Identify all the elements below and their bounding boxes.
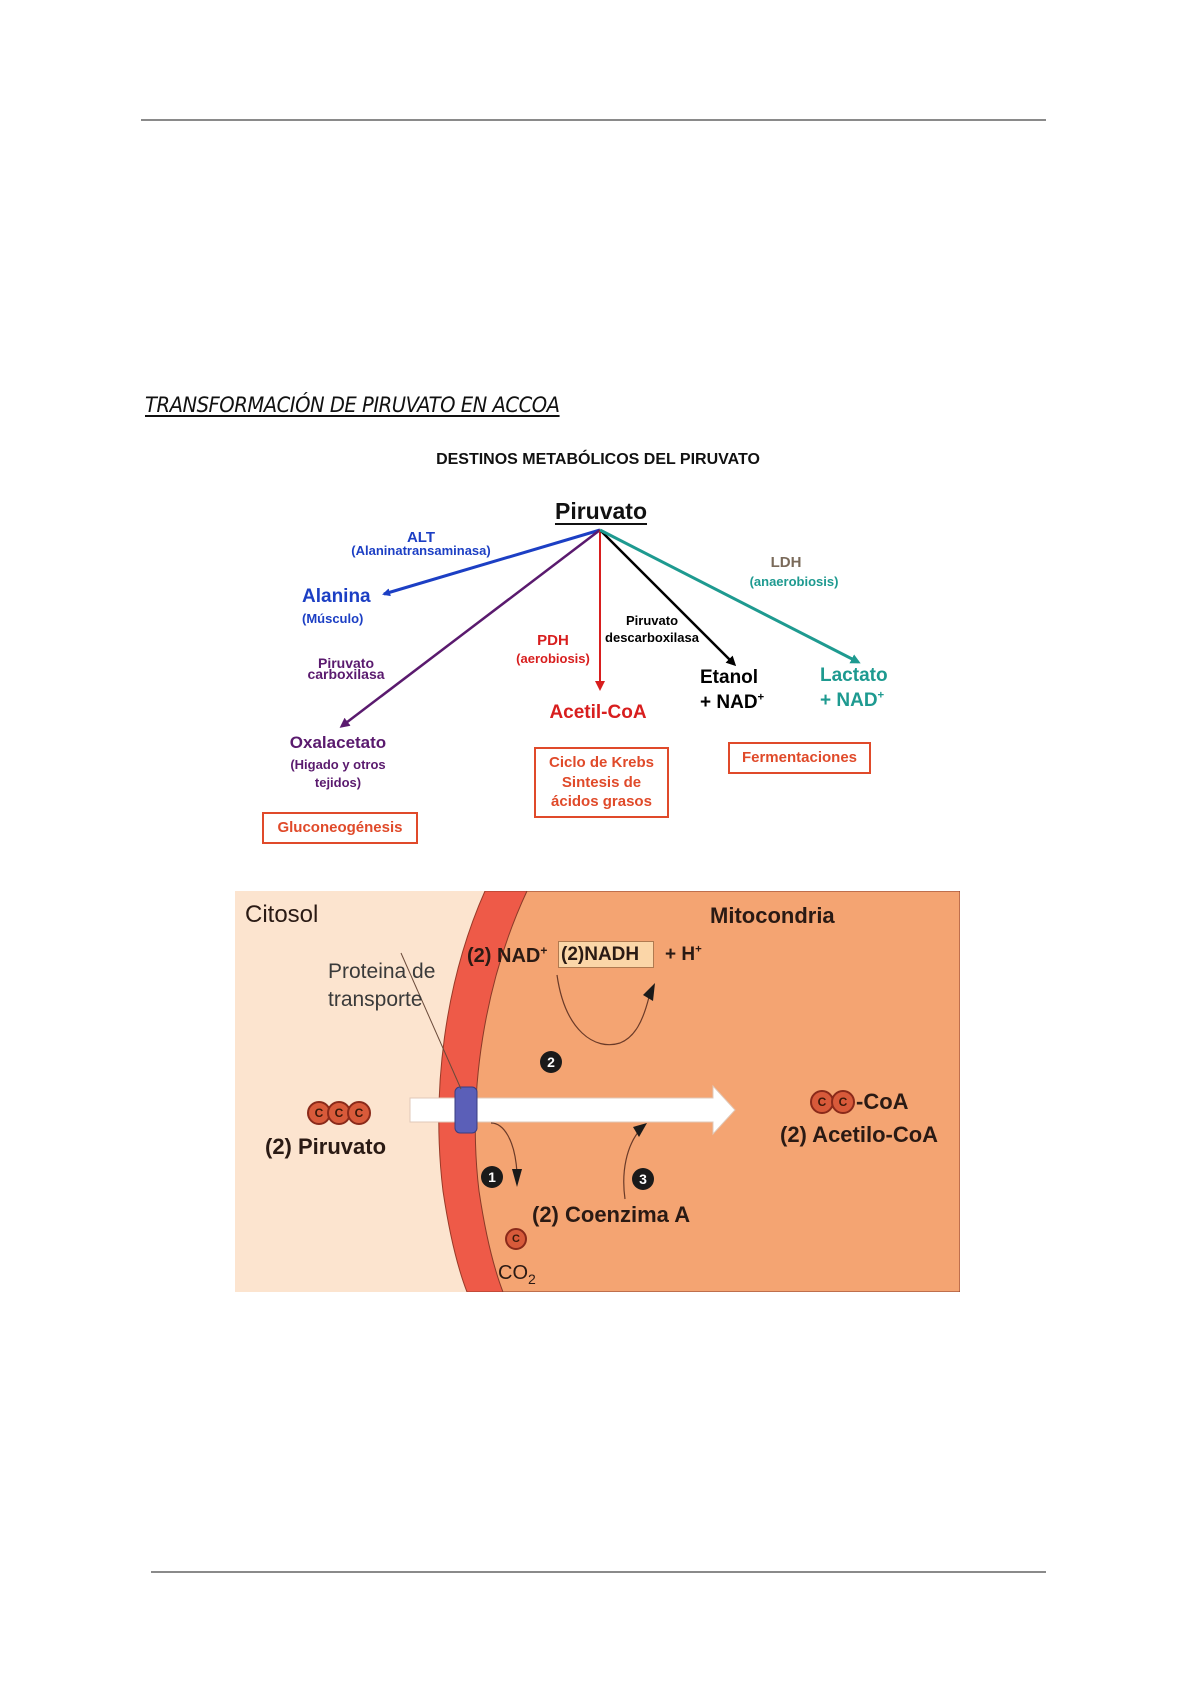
nad-text: (2) NAD <box>467 945 541 967</box>
coenzyme-arrowhead <box>633 1123 647 1137</box>
ethanol-nad-text: + NAD <box>700 692 758 713</box>
pyruvate-label: (2) Piruvato <box>265 1134 387 1159</box>
pyruvate-transport-illustration: Citosol Mitocondria Proteina de transpor… <box>235 891 960 1292</box>
alt-enzyme-fullname: (Alaninatransaminasa) <box>351 543 491 558</box>
mitochondria-label: Mitocondria <box>710 903 835 928</box>
ldh-enzyme-label: LDH <box>770 554 802 571</box>
footer-rule <box>151 1571 1046 1573</box>
ethanol-label: Etanol <box>700 667 759 688</box>
lactate-nad-label: + NAD+ <box>820 689 885 711</box>
ldh-arrow <box>599 528 861 664</box>
fermentations-label: Fermentaciones <box>741 749 858 767</box>
lactate-nad-charge: + <box>877 689 885 702</box>
lactate-nad-text: + NAD <box>820 690 878 711</box>
ethanol-nad-charge: + <box>757 691 765 704</box>
pdh-enzyme-label: PDH <box>537 632 569 649</box>
acetyl-carbon-chain: C C -CoA <box>810 1089 909 1115</box>
acetyl-coa-label: Acetil-CoA <box>549 702 647 723</box>
co2-carbon-icon: C <box>505 1228 527 1250</box>
lactate-label: Lactato <box>820 665 888 686</box>
proton-label: + H+ <box>665 943 702 965</box>
transporter-protein-icon <box>454 1086 478 1134</box>
coenzyme-a-label: (2) Coenzima A <box>532 1202 691 1227</box>
pyruvate-center-label: Piruvato <box>554 498 648 524</box>
gluconeogenesis-box: Gluconeogénesis <box>262 812 418 844</box>
section-title: TRANSFORMACIÓN DE PIRUVATO EN ACCOA <box>145 393 560 417</box>
krebs-cycle-label: Ciclo de Krebs <box>548 754 655 772</box>
co2-text: CO <box>498 1262 528 1284</box>
pc-enzyme-line1: Piruvato <box>317 655 375 671</box>
alt-arrow <box>382 528 601 597</box>
transporter-label-line2: transporte <box>328 988 423 1011</box>
nad-label: (2) NAD+ <box>467 943 548 967</box>
transporter-pointer <box>400 952 462 1090</box>
diagram-title: DESTINOS METABÓLICOS DEL PIRUVATO <box>436 451 760 468</box>
nad-reaction-curve <box>556 974 650 1046</box>
oxaloacetate-tissue-line1: (Higado y otros <box>290 757 386 772</box>
transporter-label-line1: Proteina de <box>328 960 436 983</box>
step-2-badge: 2 <box>540 1051 562 1073</box>
carbon-atom-icon: C <box>831 1090 855 1114</box>
oxaloacetate-tissue-line2: tejidos) <box>314 775 362 790</box>
pdc-enzyme-line1: Piruvato <box>625 613 679 628</box>
ethanol-nad-label: + NAD+ <box>700 691 765 713</box>
decarboxylation-curve <box>490 1122 518 1174</box>
acetyl-coa-suffix: -CoA <box>856 1089 909 1114</box>
step-1-badge: 1 <box>481 1166 503 1188</box>
pathway-arrows <box>339 528 861 728</box>
pdh-condition: (aerobiosis) <box>516 651 590 666</box>
pc-enzyme-line2: carboxilasa <box>307 666 385 682</box>
gluconeogenesis-label: Gluconeogénesis <box>277 819 403 837</box>
ldh-condition: (anaerobiosis) <box>749 574 839 589</box>
alanine-label: Alanina <box>302 586 371 607</box>
coenzyme-curve <box>623 1130 640 1200</box>
pdc-arrow <box>599 529 737 667</box>
synthesis-label: Sintesis de <box>561 773 642 791</box>
krebs-fatty-acids-box: Ciclo de Krebs Sintesis de ácidos grasos <box>534 747 669 818</box>
alt-enzyme-label: ALT <box>406 529 436 546</box>
proton-text: + H <box>665 944 696 965</box>
nadh-box: (2)NADH <box>558 941 655 968</box>
cytosol-label: Citosol <box>245 901 319 928</box>
co2-arrowhead <box>512 1169 522 1187</box>
pdc-enzyme-line2: descarboxilasa <box>605 630 699 645</box>
header-rule <box>141 119 1046 121</box>
pc-arrow <box>339 529 601 728</box>
pyruvate-carbon-chain: C C C <box>307 1101 371 1125</box>
fermentations-box: Fermentaciones <box>728 742 871 774</box>
oxaloacetate-label: Oxalacetato <box>289 733 387 752</box>
alanine-tissue: (Músculo) <box>302 611 364 626</box>
carbon-atom-icon: C <box>347 1101 371 1125</box>
co2-label: CO2 <box>498 1262 536 1286</box>
proton-charge: + <box>695 943 702 956</box>
nad-charge: + <box>540 943 548 958</box>
acetyl-coa-product-label: (2) Acetilo-CoA <box>780 1122 939 1147</box>
step-3-badge: 3 <box>632 1168 654 1190</box>
co2-subscript: 2 <box>528 1271 536 1287</box>
nadh-arrowhead <box>643 983 655 1001</box>
fatty-acids-label: ácidos grasos <box>551 793 652 811</box>
